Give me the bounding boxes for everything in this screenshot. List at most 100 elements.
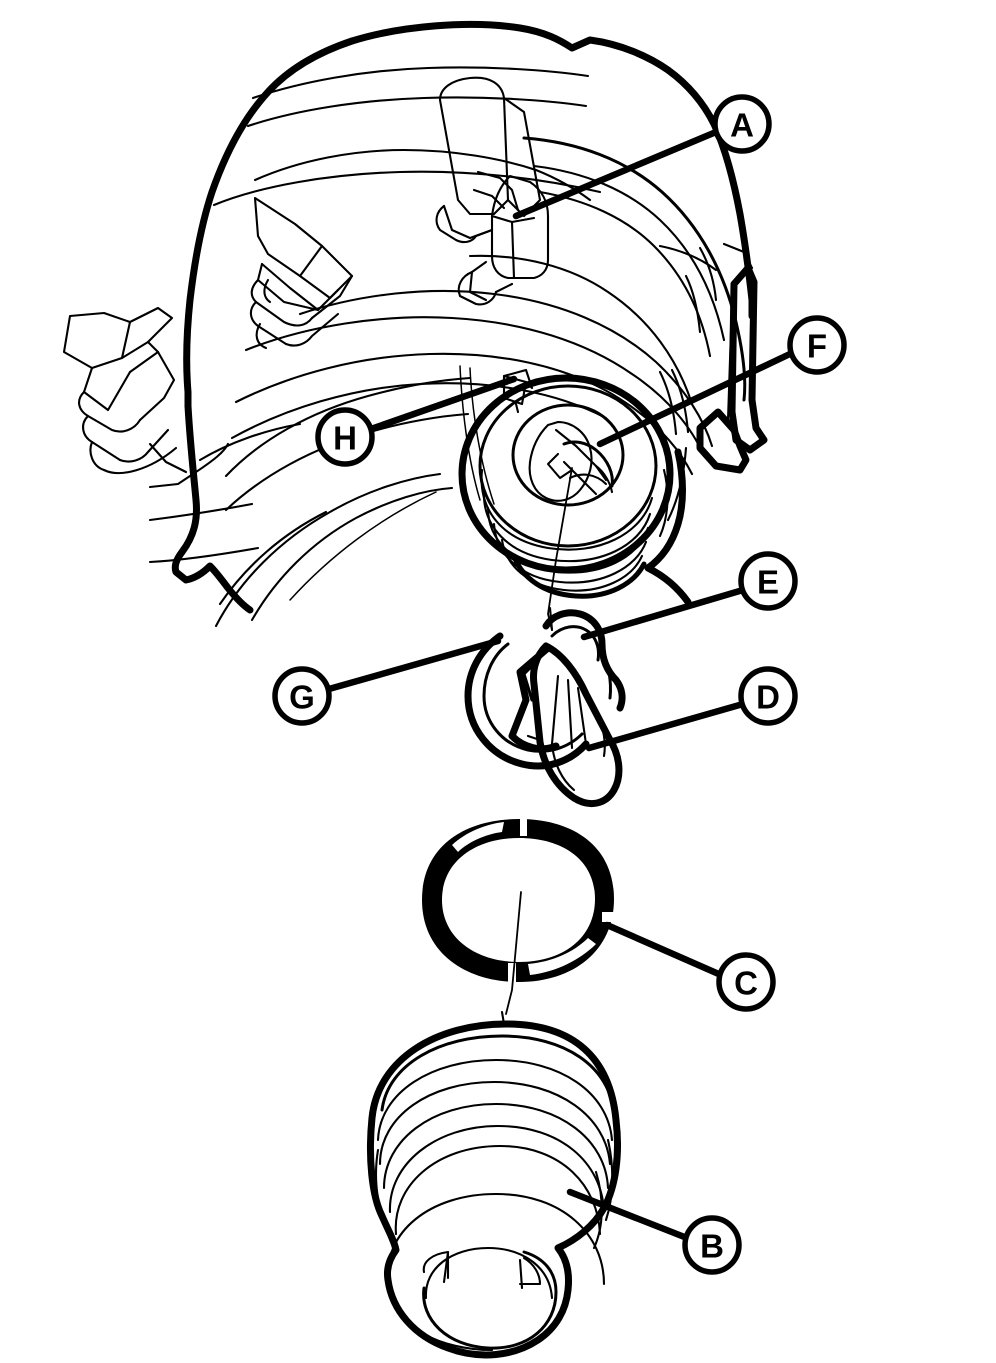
housing-vent-tube	[435, 76, 550, 306]
callout-b-circle	[682, 1215, 742, 1275]
housing-bore-sweep-1	[522, 136, 747, 402]
callout-c[interactable]: C	[716, 952, 776, 1012]
callout-e-label: E	[757, 564, 779, 601]
leader-lines	[325, 128, 796, 1242]
callout-b[interactable]: B	[682, 1215, 742, 1275]
cap-nose-ring	[424, 1246, 554, 1300]
adapter-vane	[562, 440, 614, 488]
bore-inner-adapter-ring	[511, 403, 625, 507]
housing-top-contour-3	[212, 170, 602, 207]
cap-thread-6	[394, 1144, 602, 1236]
housing-top-contour-1	[251, 66, 590, 100]
adapter-detail-1	[546, 452, 574, 480]
housing-bore-sweep-2	[532, 164, 726, 342]
bore-outer-rim	[458, 374, 674, 574]
housing-shelf-3	[198, 422, 302, 462]
callout-g-circle	[272, 666, 332, 726]
oring-highlight-lower	[528, 938, 596, 975]
retainer-blade	[530, 642, 623, 808]
housing-right-contour-2	[670, 368, 690, 434]
housing-shelf-2	[148, 470, 198, 489]
filter-retainer-clip	[464, 606, 626, 808]
retainer-blade-line-2	[566, 678, 574, 750]
oring-seal	[422, 819, 614, 982]
housing-pocket-rim	[214, 472, 442, 628]
bore-thread-bottom	[511, 553, 647, 599]
leader-g	[325, 637, 502, 693]
housing-outline-lower-left	[171, 402, 254, 614]
cap-thread-1	[380, 1034, 616, 1116]
oring-body	[422, 819, 614, 982]
leader-e	[580, 586, 747, 641]
housing-thin-sweep-1	[459, 365, 481, 501]
oring-highlight-upper	[452, 822, 504, 852]
housing-right-contour-1	[658, 370, 678, 436]
retainer-shoulder	[598, 646, 612, 700]
housing-web-3	[148, 546, 260, 564]
cap-outline	[366, 1020, 621, 1359]
engine-oil-filter-housing	[62, 20, 768, 628]
callout-d-label: D	[756, 679, 780, 716]
housing-outline	[348, 20, 756, 320]
leader-c	[603, 921, 725, 979]
housing-outline-left	[183, 37, 356, 410]
housing-stud-lower	[62, 306, 178, 474]
callout-d[interactable]: D	[738, 666, 798, 726]
leader-c-extension	[505, 891, 522, 1015]
oring-split-right	[602, 912, 614, 922]
cap-thread-5	[388, 1124, 606, 1214]
cap-mid-step-lower	[390, 1296, 494, 1352]
retainer-web	[508, 644, 560, 753]
housing-bore-sweep-4	[468, 254, 694, 406]
housing-stud-upper	[249, 196, 354, 350]
retainer-blade-line-3	[576, 686, 588, 746]
callout-c-circle	[716, 952, 776, 1012]
housing-bore-sweep-5	[298, 289, 714, 448]
housing-pocket-upper	[224, 376, 472, 478]
housing-thin-sweep-3	[289, 491, 437, 601]
callout-f[interactable]: F	[787, 315, 847, 375]
oring-split-top	[520, 819, 527, 836]
adapter-vane-edge	[568, 473, 608, 486]
housing-filter-bore	[458, 374, 674, 599]
leader-f	[596, 349, 796, 448]
bore-thread-5	[492, 522, 648, 584]
callout-e[interactable]: E	[738, 551, 798, 611]
retainer-web-edge	[526, 734, 542, 742]
callout-a[interactable]: A	[712, 94, 772, 154]
leader-d	[585, 700, 747, 752]
adapter-detail-2	[594, 464, 614, 494]
cap-thread-4	[382, 1102, 610, 1190]
cap-thread-2	[376, 1058, 614, 1142]
housing-shelf-4	[218, 510, 328, 606]
cap-nose-seam-left	[442, 1250, 450, 1284]
retainer-top-tab	[542, 609, 626, 712]
callout-d-circle	[738, 666, 798, 726]
housing-bore-sweep-6	[244, 316, 706, 458]
callout-b-label: B	[700, 1228, 724, 1265]
housing-web-1	[148, 442, 188, 474]
bore-thread-1	[478, 384, 658, 548]
housing-right-lip	[644, 448, 692, 606]
cap-mid-step	[386, 1192, 606, 1286]
leader-g-extension	[547, 467, 573, 631]
housing-rim-notch	[502, 368, 534, 414]
housing-thin-sweep-2	[469, 367, 495, 505]
callout-f-circle	[787, 315, 847, 375]
callout-c-label: C	[734, 965, 758, 1002]
cap-thread-right-sweep-2	[592, 1170, 603, 1250]
cap-nose-body-2	[518, 1256, 542, 1286]
housing-pocket-rim-2	[250, 486, 454, 622]
adapter-shape-3	[562, 460, 598, 496]
oil-filter-cap	[366, 1010, 621, 1359]
housing-ridge-upper	[253, 148, 592, 202]
callout-h[interactable]: H	[315, 407, 375, 467]
callout-a-label: A	[730, 107, 754, 144]
leader-b	[566, 1188, 691, 1242]
callout-g[interactable]: G	[272, 666, 332, 726]
cap-thread-right-sweep	[604, 1138, 614, 1222]
leader-a	[512, 128, 720, 220]
callout-f-label: F	[807, 328, 827, 365]
